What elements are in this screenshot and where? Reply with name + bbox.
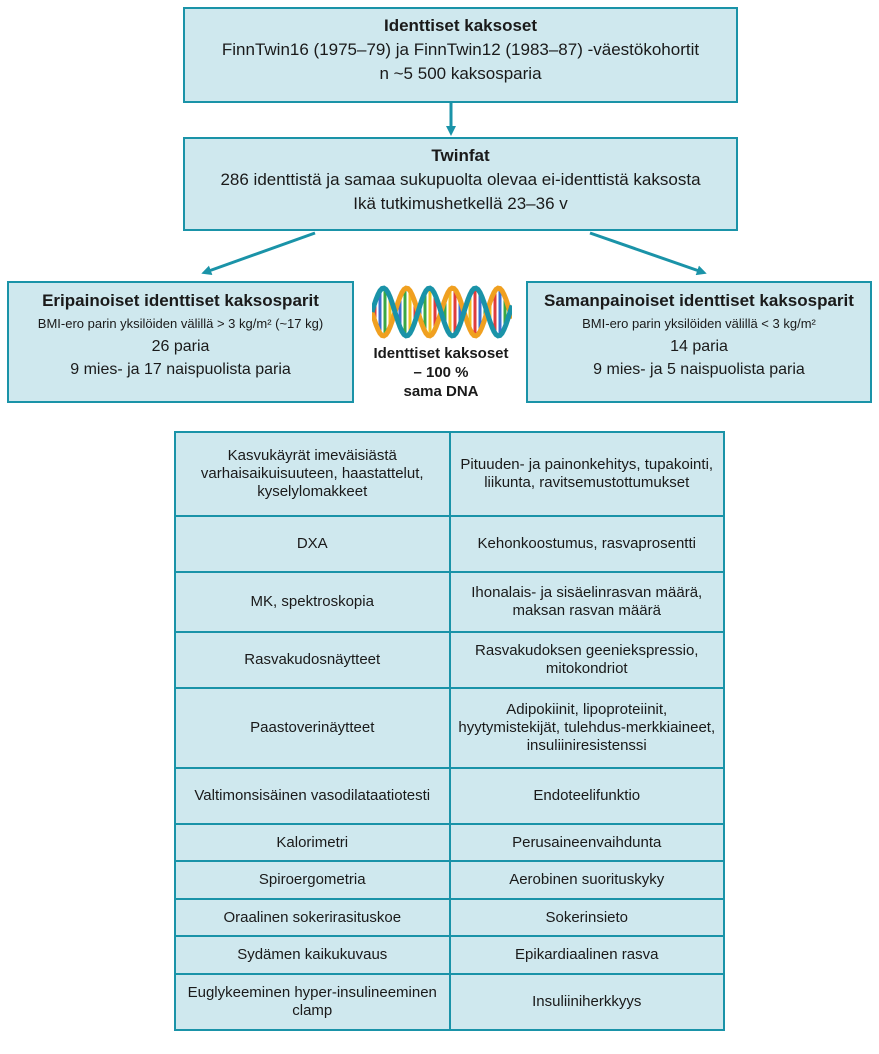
discordant-line1: 26 paria (151, 338, 210, 355)
measure-cell: Epikardiaalinen rasva (448, 935, 725, 975)
twinfat-line2: Ikä tutkimushetkellä 23–36 v (353, 194, 568, 213)
twinfat-title: Twinfat (431, 146, 490, 165)
measure-cell: Rasvakudoksen geeniekspressio, mitokondr… (448, 631, 725, 689)
cohort-box: Identtiset kaksoset FinnTwin16 (1975–79)… (183, 7, 738, 103)
discordant-line2: 9 mies- ja 17 naispuolista paria (70, 361, 291, 378)
arrow-twinfat-to-right (589, 231, 707, 276)
twinfat-box: Twinfat 286 identtistä ja samaa sukupuol… (183, 137, 738, 231)
measure-cell: Pituuden- ja painonkehitys, tupakointi, … (448, 431, 725, 517)
methods-table: Kasvukäyrät imeväisiästä varhaisaikuisuu… (174, 431, 725, 1031)
dna-strand-b (372, 285, 512, 339)
method-cell: Paastoverinäytteet (174, 687, 451, 769)
method-cell: Sydämen kaikukuvaus (174, 935, 451, 975)
concordant-subtitle: BMI-ero parin yksilöiden välillä < 3 kg/… (582, 316, 816, 331)
measure-cell: Adipokiinit, lipoproteiinit, hyytymistek… (448, 687, 725, 769)
cohort-line1: FinnTwin16 (1975–79) ja FinnTwin12 (1983… (221, 40, 700, 59)
method-cell: Oraalinen sokerirasituskoe (174, 898, 451, 937)
method-cell: Rasvakudosnäytteet (174, 631, 451, 689)
cohort-line2: n ~5 500 kaksosparia (379, 64, 542, 83)
concordant-pairs-box: Samanpainoiset identtiset kaksosparit BM… (526, 281, 872, 403)
dna-helix-icon (372, 285, 512, 339)
methods-table-body: Kasvukäyrät imeväisiästä varhaisaikuisuu… (174, 431, 725, 1031)
table-row: Kasvukäyrät imeväisiästä varhaisaikuisuu… (174, 431, 725, 517)
method-cell: Euglykeeminen hyper-insulineeminen clamp (174, 973, 451, 1031)
discordant-title: Eripainoiset identtiset kaksosparit (42, 291, 319, 310)
method-cell: Kalorimetri (174, 823, 451, 862)
method-cell: DXA (174, 515, 451, 573)
dna-label: Identtiset kaksoset – 100 % sama DNA (362, 344, 520, 401)
method-cell: Valtimonsisäinen vasodilataatiotesti (174, 767, 451, 825)
dna-label-line2: – 100 % (413, 364, 469, 381)
dna-label-line1: Identtiset kaksoset (373, 345, 509, 362)
table-row: Euglykeeminen hyper-insulineeminen clamp… (174, 973, 725, 1031)
concordant-line1: 14 paria (670, 338, 728, 355)
measure-cell: Ihonalais- ja sisäelinrasvan määrä, maks… (448, 571, 725, 633)
measure-cell: Kehonkoostumus, rasvaprosentti (448, 515, 725, 573)
arrow-twinfat-to-left (201, 231, 316, 276)
method-cell: Spiroergometria (174, 860, 451, 900)
twinfat-line1: 286 identtistä ja samaa sukupuolta oleva… (220, 170, 701, 189)
measure-cell: Insuliiniherkkyys (448, 973, 725, 1031)
method-cell: MK, spektroskopia (174, 571, 451, 633)
measure-cell: Endoteelifunktio (448, 767, 725, 825)
measure-cell: Sokerinsieto (448, 898, 725, 937)
concordant-title: Samanpainoiset identtiset kaksosparit (544, 291, 854, 310)
measure-cell: Aerobinen suorituskyky (448, 860, 725, 900)
method-cell: Kasvukäyrät imeväisiästä varhaisaikuisuu… (174, 431, 451, 517)
discordant-pairs-box: Eripainoiset identtiset kaksosparit BMI-… (7, 281, 354, 403)
measure-cell: Perusaineenvaihdunta (448, 823, 725, 862)
cohort-title: Identtiset kaksoset (383, 16, 538, 35)
discordant-subtitle: BMI-ero parin yksilöiden välillä > 3 kg/… (37, 316, 324, 331)
concordant-line2: 9 mies- ja 5 naispuolista paria (593, 361, 805, 378)
dna-label-line3: sama DNA (403, 383, 479, 400)
